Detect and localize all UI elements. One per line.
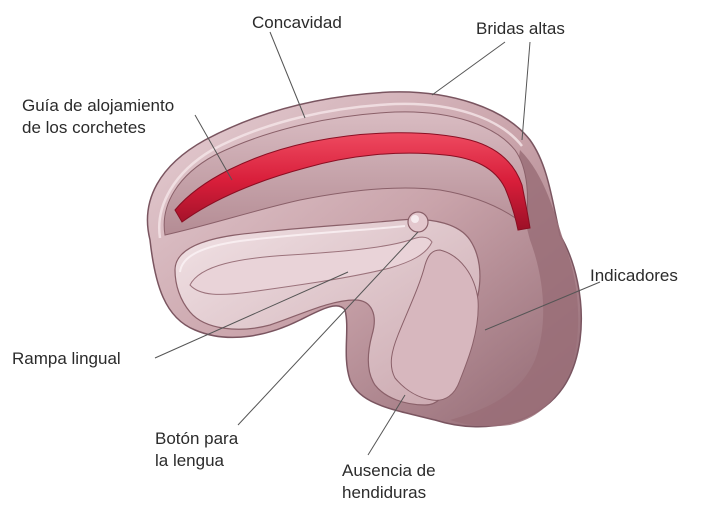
tongue-button bbox=[408, 212, 428, 232]
label-bridas-altas: Bridas altas bbox=[476, 18, 565, 39]
label-boton-line1: Botón para bbox=[155, 428, 238, 449]
label-rampa-lingual: Rampa lingual bbox=[12, 348, 121, 369]
leader-concavidad bbox=[270, 32, 305, 118]
label-concavidad: Concavidad bbox=[252, 12, 342, 33]
tongue-button-highlight bbox=[411, 215, 419, 223]
label-guia-line2: de los corchetes bbox=[22, 117, 146, 138]
label-guia-line1: Guía de alojamiento bbox=[22, 95, 174, 116]
label-indicadores: Indicadores bbox=[590, 265, 678, 286]
label-ausencia-line2: hendiduras bbox=[342, 482, 426, 503]
leader-bridas-1 bbox=[432, 42, 505, 95]
label-boton-line2: la lengua bbox=[155, 450, 224, 471]
label-ausencia-line1: Ausencia de bbox=[342, 460, 436, 481]
leader-bridas-2 bbox=[522, 42, 530, 140]
